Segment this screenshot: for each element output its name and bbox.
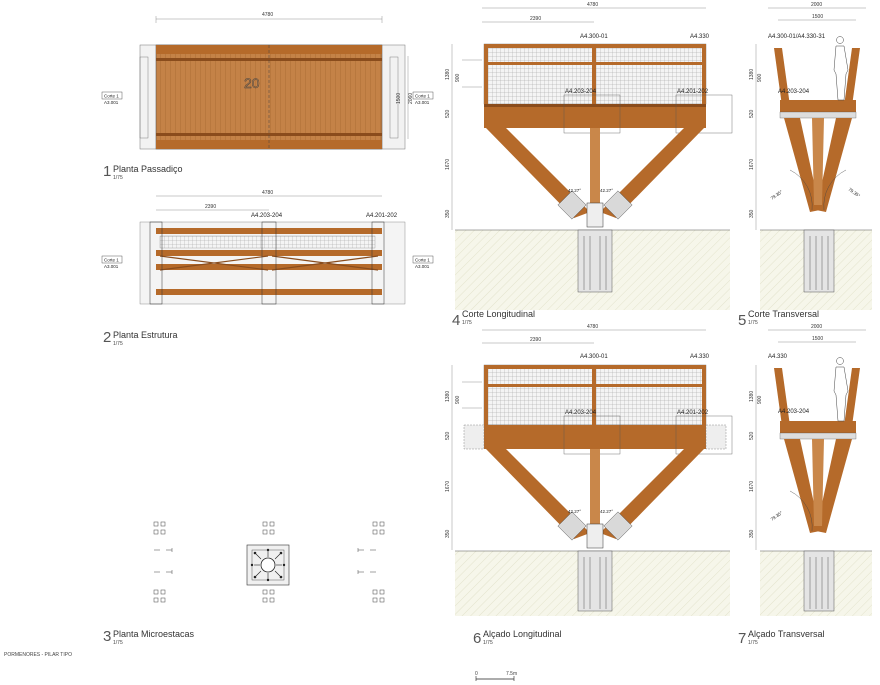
view7-title: Alçado Transversal <box>748 629 825 639</box>
dim-h520-4: 520 <box>445 109 451 118</box>
ref-corte1-right-2: Corte 1 <box>415 258 430 263</box>
view1-title: Planta Passadiço <box>113 164 183 174</box>
dim-half-2: 2390 <box>205 204 216 210</box>
view1-number: 1 <box>103 163 111 180</box>
dim-h1380-5: 1380 <box>749 69 755 80</box>
ref-a4300b-5: A4.300-01/A4.330-31 <box>768 34 826 40</box>
ref-a3001-right: A3.001 <box>415 100 430 105</box>
view7-number: 7 <box>738 630 746 647</box>
dim-h1670-5: 1670 <box>749 159 755 170</box>
view2-scale: 1/75 <box>113 341 123 347</box>
ref-a4203-6: A4.203-204 <box>565 410 597 416</box>
view-planta-microestacas: 3 Planta Microestacas 1/75 <box>103 521 385 646</box>
scale-zero: 0 <box>475 671 478 677</box>
ref-a4201-4: A4.201-202 <box>677 89 709 95</box>
angle-5-right: 79.35° <box>847 187 861 199</box>
dim-width-1b: 1500 <box>396 93 402 104</box>
view5-scale: 1/75 <box>748 320 758 326</box>
dim-length-2: 4780 <box>262 190 273 196</box>
view3-scale: 1/75 <box>113 640 123 646</box>
view6-scale: 1/75 <box>483 640 493 646</box>
ref-a3001-left: A3.001 <box>104 100 119 105</box>
dim-h1380-6: 1380 <box>445 391 451 402</box>
dim-h1380-7: 1380 <box>749 391 755 402</box>
view1-scale: 1/75 <box>113 175 123 181</box>
dim-half-6: 2390 <box>530 337 541 343</box>
ref-a3001-right-2: A3.001 <box>415 264 430 269</box>
ref-a4330-4: A4.330 <box>690 34 710 40</box>
ref-a4203-2: A4.203-204 <box>251 213 283 219</box>
dim-h900-5: 900 <box>757 73 763 82</box>
dim-width-5: 2000 <box>811 2 822 8</box>
dim-h350-6: 350 <box>445 529 451 538</box>
view5-title: Corte Transversal <box>748 309 819 319</box>
dim-h520-5: 520 <box>749 109 755 118</box>
ref-a4201-2: A4.201-202 <box>366 213 398 219</box>
deck-marking: 20 <box>244 75 260 91</box>
ref-a4203-4: A4.203-204 <box>565 89 597 95</box>
view6-title: Alçado Longitudinal <box>483 629 562 639</box>
dim-h900-7: 900 <box>757 395 763 404</box>
ref-a4203-7: A4.203-204 <box>778 409 810 415</box>
dim-inner-7: 1500 <box>812 336 823 342</box>
scale-end: 7.5m <box>506 671 517 677</box>
view4-title: Corte Longitudinal <box>462 309 535 319</box>
dim-h350-7: 350 <box>749 529 755 538</box>
view6-number: 6 <box>473 630 481 647</box>
dim-h900-4: 900 <box>455 73 461 82</box>
dim-h1670-6: 1670 <box>445 481 451 492</box>
ref-a4330-6: A4.330 <box>690 354 710 360</box>
ref-a4330-7: A4.330 <box>768 354 788 360</box>
view3-title: Planta Microestacas <box>113 629 195 639</box>
person-silhouette-7 <box>833 357 849 422</box>
dim-h1380-4: 1380 <box>445 69 451 80</box>
dim-inner-5: 1500 <box>812 14 823 20</box>
view4-scale: 1/75 <box>462 320 472 326</box>
ref-corte1-left: Corte 1 <box>104 94 119 99</box>
view7-scale: 1/75 <box>748 640 758 646</box>
angle-7-left: 79.35° <box>770 510 784 522</box>
angle-4-left: 42.27° <box>568 188 581 193</box>
view-corte-transversal: 2000 1500 A4.300-01/A4.330-31 1380 900 5… <box>738 2 872 329</box>
view2-title: Planta Estrutura <box>113 330 178 340</box>
view2-number: 2 <box>103 329 111 346</box>
dim-h1670-7: 1670 <box>749 481 755 492</box>
dim-half-4: 2390 <box>530 16 541 22</box>
ref-a4201-6: A4.201-202 <box>677 410 709 416</box>
ref-a4300-6: A4.300-01 <box>580 354 608 360</box>
angle-6-left: 42.27° <box>568 509 581 514</box>
dim-width-1: 2060 <box>408 93 414 104</box>
angle-6-right: 42.27° <box>600 509 613 514</box>
person-silhouette-5 <box>833 36 849 101</box>
ref-a3001-left-2: A3.001 <box>104 264 119 269</box>
footer-label: PORMENORES - PILAR TIPO <box>4 652 72 658</box>
view-corte-longitudinal: 4780 2390 A4.300-01 A4.330 1380 900 520 … <box>445 2 733 329</box>
view-alcado-transversal: 2000 1500 A4.330 1380 900 520 1670 350 A… <box>738 324 872 647</box>
dim-width-7: 2000 <box>811 324 822 330</box>
dim-length-6: 4780 <box>587 324 598 330</box>
view-alcado-longitudinal: 4780 2390 A4.300-01 A4.330 1380 900 520 … <box>445 324 733 647</box>
dim-length-1: 4780 <box>262 12 273 18</box>
angle-5-left: 79.35° <box>770 189 784 201</box>
dim-h350-5: 350 <box>749 209 755 218</box>
dim-h900-6: 900 <box>455 395 461 404</box>
dim-h520-6: 520 <box>445 431 451 440</box>
ref-corte1-right: Corte 1 <box>415 94 430 99</box>
ref-a4300-4: A4.300-01 <box>580 34 608 40</box>
ref-corte1-left-2: Corte 1 <box>104 258 119 263</box>
scale-bar: 0 7.5m <box>475 671 517 681</box>
dim-h520-7: 520 <box>749 431 755 440</box>
dim-h1670-4: 1670 <box>445 159 451 170</box>
angle-4-right: 42.27° <box>600 188 613 193</box>
view3-number: 3 <box>103 628 111 645</box>
view4-number: 4 <box>452 312 460 329</box>
view5-number: 5 <box>738 312 746 329</box>
dim-h350-4: 350 <box>445 209 451 218</box>
view-planta-passadico: 4780 20 2060 1500 Corte 1 A3.001 Corte 1… <box>101 12 434 181</box>
view-planta-estrutura: 4780 2390 A4.203-204 A4.201-202 Corte 1 … <box>101 190 434 347</box>
ref-a4203-5: A4.203-204 <box>778 89 810 95</box>
dim-length-4: 4780 <box>587 2 598 8</box>
